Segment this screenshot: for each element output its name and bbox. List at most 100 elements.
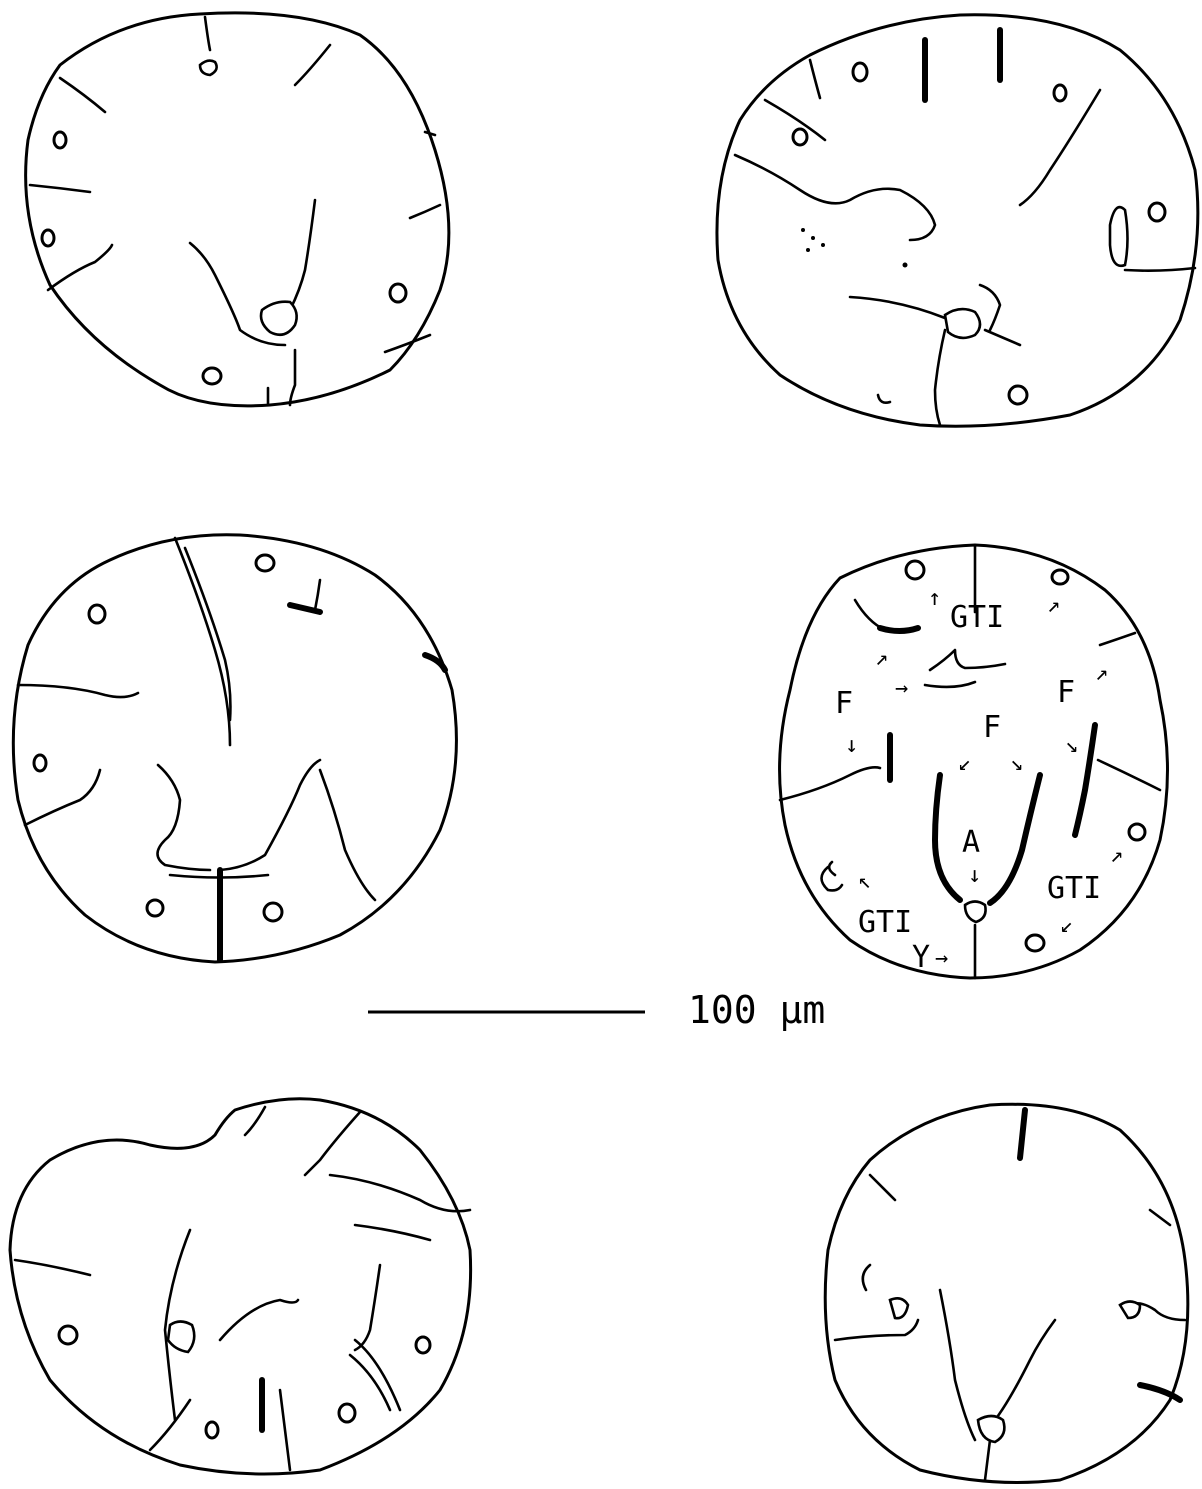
- pore: [147, 900, 163, 916]
- furrow: [30, 185, 90, 192]
- furrow: [410, 205, 440, 218]
- furrow: [995, 1320, 1055, 1420]
- furrow: [48, 245, 112, 290]
- furrow: [1098, 760, 1160, 790]
- scale-bar: 100 µm: [368, 988, 825, 1032]
- furrow: [245, 1107, 265, 1135]
- cell-top-right: [717, 15, 1198, 426]
- annotation-arrow: ↗: [1110, 843, 1123, 868]
- furrow: [1125, 268, 1195, 271]
- speckle: [806, 248, 810, 252]
- furrow: [1150, 1210, 1170, 1225]
- annotation-label-f: F: [983, 710, 1001, 745]
- annotation-arrow: →: [935, 946, 948, 971]
- furrow: [780, 767, 880, 800]
- furrow: [810, 60, 820, 98]
- pore: [339, 1404, 355, 1422]
- annotation-arrow: →: [895, 676, 908, 701]
- blob: [1110, 207, 1128, 266]
- furrow: [185, 548, 230, 720]
- pore: [42, 230, 54, 246]
- annotation-label-gti: GTI: [950, 600, 1004, 635]
- furrow: [220, 1300, 298, 1340]
- blob: [890, 1298, 908, 1318]
- annotation-label-y: Y: [912, 940, 930, 975]
- pore: [1052, 570, 1068, 584]
- furrow: [1020, 1110, 1025, 1158]
- furrow: [835, 1320, 918, 1340]
- furrow: [425, 655, 445, 670]
- blob: [1120, 1302, 1140, 1319]
- annotation-label-gti: GTI: [1047, 871, 1101, 906]
- annotation-arrow: ↙: [1060, 913, 1073, 938]
- furrow: [980, 285, 1000, 330]
- pore: [89, 605, 105, 623]
- furrow: [990, 775, 1040, 903]
- cell-bottom-left: [10, 1099, 471, 1474]
- speckle: [821, 243, 825, 247]
- furrow: [320, 770, 375, 900]
- pore: [1149, 203, 1165, 221]
- furrow: [315, 580, 320, 610]
- annotation-arrow: ↗: [1047, 593, 1060, 618]
- blob: [965, 902, 986, 923]
- furrow: [870, 1175, 895, 1200]
- annotation-arrow: ↑: [928, 586, 941, 611]
- furrow: [850, 297, 945, 318]
- annotation-label-a: A: [962, 825, 980, 860]
- pore: [416, 1337, 430, 1353]
- partial-pore: [863, 1265, 870, 1290]
- furrow: [290, 200, 315, 310]
- furrow: [158, 765, 211, 870]
- furrow: [18, 685, 138, 697]
- cell-top-left: [26, 13, 449, 406]
- furrow: [940, 1290, 975, 1440]
- annotation-label-f: F: [1057, 675, 1075, 710]
- pore: [59, 1326, 77, 1344]
- annotation-arrow: ↘: [1065, 733, 1078, 758]
- furrow: [15, 1260, 90, 1275]
- furrow: [205, 17, 210, 50]
- annotation-arrow: ↗: [1095, 661, 1108, 686]
- blob: [168, 1322, 194, 1353]
- furrow: [220, 760, 320, 870]
- blob: [945, 309, 980, 338]
- cell-middle-right-annotated: ↑ GTI ↗ ↗ → F F ↗ F ↓ ↙ ↘ ↘ A ↓ ↗ GTI ↙ …: [780, 545, 1168, 978]
- pore: [1054, 85, 1066, 101]
- pore: [1129, 824, 1145, 840]
- pore: [906, 561, 924, 579]
- pore: [203, 368, 221, 384]
- furrow: [878, 395, 890, 403]
- furrow: [305, 1112, 360, 1175]
- furrow: [425, 132, 435, 135]
- pore: [206, 1422, 218, 1438]
- pore: [264, 903, 282, 921]
- cell-bottom-right: [825, 1104, 1188, 1482]
- annotation-label-gti: GTI: [858, 905, 912, 940]
- furrow: [25, 770, 100, 825]
- pore: [54, 132, 66, 148]
- furrow: [855, 600, 915, 631]
- furrow: [935, 775, 960, 900]
- furrow: [880, 628, 918, 631]
- annotation-arrow: ↘: [1010, 751, 1023, 776]
- furrow: [280, 1390, 290, 1470]
- furrow: [985, 1440, 990, 1480]
- blob: [978, 1416, 1004, 1442]
- pore: [1009, 386, 1027, 404]
- furrow: [935, 330, 945, 425]
- speckle: [903, 263, 908, 268]
- furrow: [985, 330, 1020, 345]
- annotation-arrow: ↓: [968, 863, 981, 888]
- cell-outline: [13, 535, 456, 962]
- furrow: [930, 650, 1005, 670]
- furrow: [925, 682, 975, 687]
- blob: [200, 61, 217, 75]
- annotation-label-f: F: [835, 686, 853, 721]
- annotation-arrow: ↖: [858, 869, 871, 894]
- furrow: [290, 350, 295, 405]
- annotation-arrow: ↗: [875, 646, 888, 671]
- furrow: [1100, 633, 1135, 645]
- cell-middle-left: [13, 535, 456, 962]
